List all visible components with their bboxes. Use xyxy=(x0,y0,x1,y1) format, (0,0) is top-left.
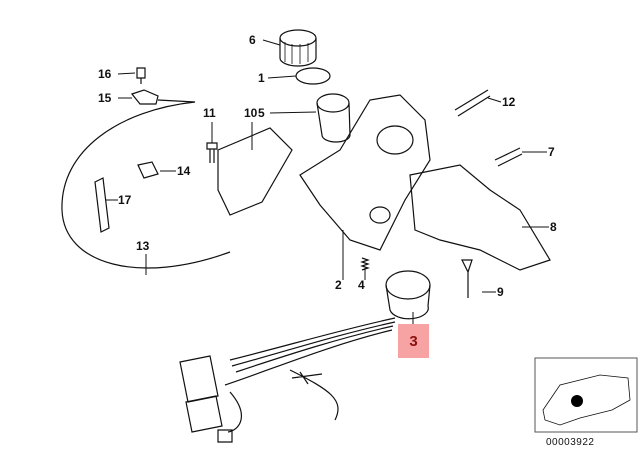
callout-6[interactable]: 6 xyxy=(249,33,256,47)
callout-10[interactable]: 10 xyxy=(244,106,258,120)
part-16-screw xyxy=(136,67,146,84)
callout-1[interactable]: 1 xyxy=(258,71,265,85)
callout-8[interactable]: 8 xyxy=(550,220,557,234)
part-8-bracket xyxy=(409,164,551,271)
part-11-screw xyxy=(206,142,218,163)
callout-2[interactable]: 2 xyxy=(335,278,342,292)
part-7-bulb xyxy=(494,147,523,167)
part-14-clip xyxy=(137,161,159,179)
callout-14[interactable]: 14 xyxy=(177,164,191,178)
part-6-bearing xyxy=(279,29,317,67)
part-1-o-ring xyxy=(295,67,331,85)
part-3-ignition-switch xyxy=(179,270,431,443)
part-9-screw xyxy=(461,259,473,298)
callout-15[interactable]: 15 xyxy=(98,91,112,105)
part-17-clip xyxy=(94,177,110,233)
leader-lines xyxy=(106,39,549,324)
car-locator-thumbnail xyxy=(534,357,638,433)
part-13-cable xyxy=(61,99,231,269)
part-15-clamp xyxy=(130,89,159,105)
part-5-lock-cylinder xyxy=(316,93,351,143)
diagram-number: 00003922 xyxy=(546,437,595,448)
part-12-switch xyxy=(454,89,491,117)
callout-7[interactable]: 7 xyxy=(548,145,555,159)
callout-12[interactable]: 12 xyxy=(502,95,516,109)
callout-13[interactable]: 13 xyxy=(136,239,150,253)
callout-9[interactable]: 9 xyxy=(497,285,504,299)
callout-17[interactable]: 17 xyxy=(118,193,132,207)
part-2-housing xyxy=(299,94,431,251)
part-10-cover xyxy=(217,127,293,216)
callout-16[interactable]: 16 xyxy=(98,67,112,81)
callout-3-highlighted[interactable]: 3 xyxy=(398,324,429,358)
part-4-spring xyxy=(360,257,370,271)
callout-4[interactable]: 4 xyxy=(358,278,365,292)
callout-11[interactable]: 11 xyxy=(203,106,216,120)
callout-5[interactable]: 5 xyxy=(258,106,265,120)
